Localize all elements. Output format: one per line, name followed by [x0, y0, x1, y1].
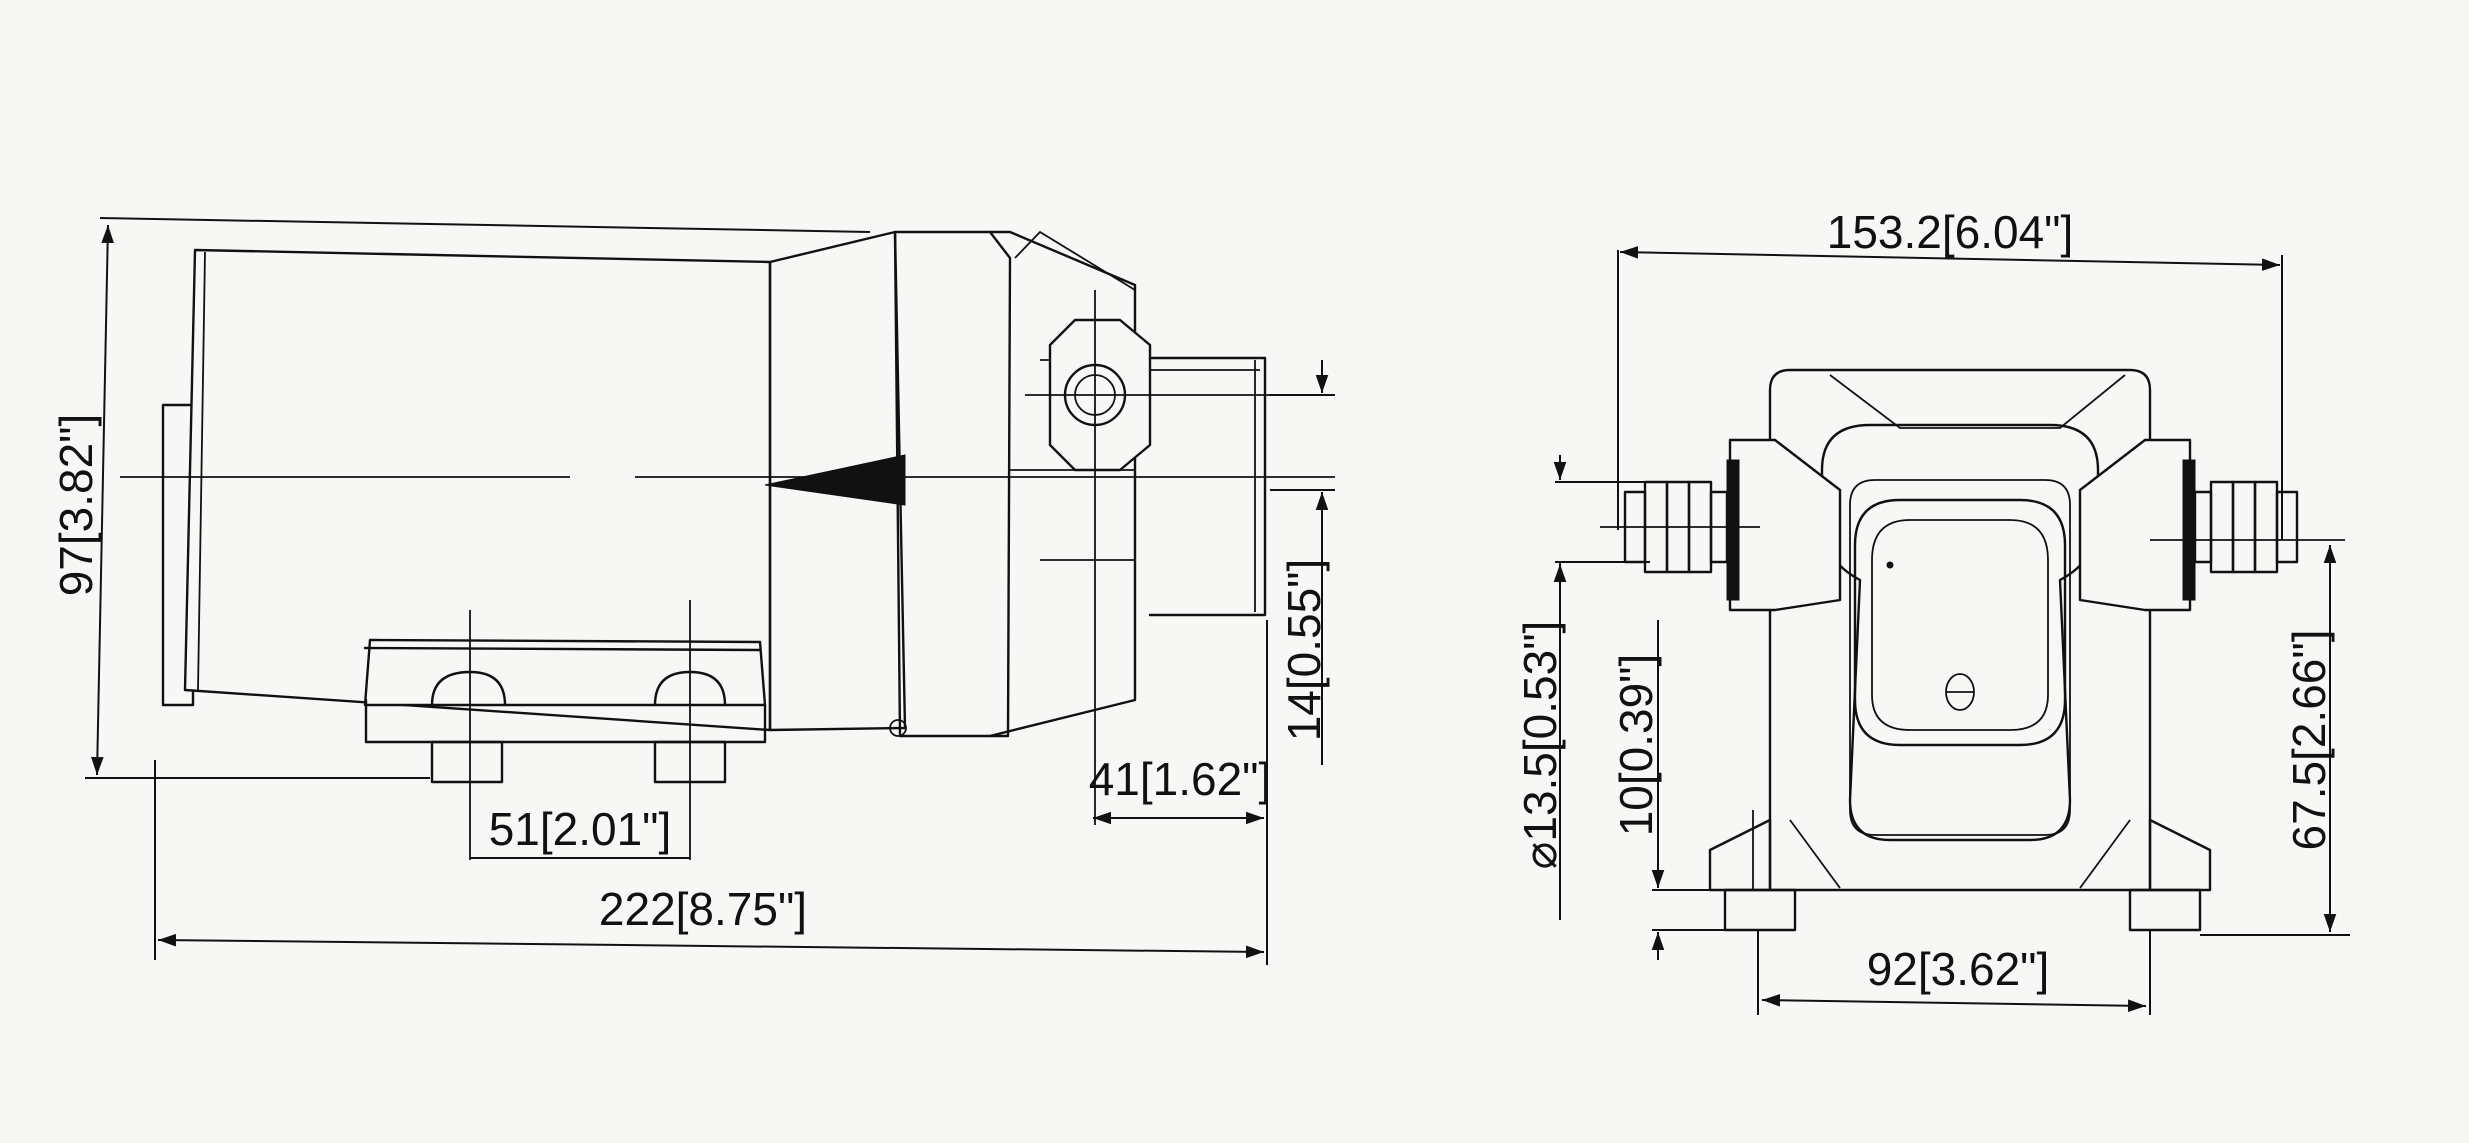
motor-housing	[161, 230, 907, 732]
foot-height-dimension: 10[0.39"]	[1610, 620, 1730, 960]
end-view: 153.2[6.04"] ⌀13.5[0.53"] 10[0.39"] 67.5…	[1514, 206, 2350, 1015]
port-height-label: 14[0.55"]	[1278, 559, 1330, 742]
port-height-dimension: 14[0.55"]	[1270, 360, 1335, 765]
port-bosses	[1726, 438, 2196, 612]
foot-height-label: 10[0.39"]	[1610, 654, 1662, 837]
overall-width-label: 153.2[6.04"]	[1827, 206, 2074, 258]
mount-hole-spacing-label: 51[2.01"]	[489, 803, 672, 855]
hose-barb-right	[2193, 480, 2299, 574]
port-offset-label: 41[1.62"]	[1089, 753, 1272, 805]
port-center-height-label: 67.5[2.66"]	[2283, 630, 2335, 851]
side-view: 97[3.82"] 51[2.01"] 222[8.75"] 41[1.62"]…	[50, 217, 1335, 965]
foot-spacing-label: 92[3.62"]	[1867, 943, 2050, 995]
port-diameter-label: ⌀13.5[0.53"]	[1514, 621, 1566, 870]
overall-width-dimension: 153.2[6.04"]	[1617, 206, 2283, 540]
side-view-centerlines	[120, 290, 1335, 860]
foot-spacing-dimension: 92[3.62"]	[1757, 930, 2151, 1015]
pump-head	[889, 230, 1267, 738]
overall-length-dimension: 222[8.75"]	[154, 620, 1268, 965]
port-diameter-dimension: ⌀13.5[0.53"]	[1514, 455, 1650, 920]
pump-body-front	[1768, 368, 2152, 892]
port-offset-dimension: 41[1.62"]	[1089, 753, 1272, 825]
mount-hole-spacing-dimension: 51[2.01"]	[470, 803, 690, 859]
height-dimension: 97[3.82"]	[50, 217, 871, 779]
mounting-feet	[1708, 810, 2212, 932]
overall-length-label: 222[8.75"]	[599, 883, 807, 935]
port-center-height-dimension: 67.5[2.66"]	[2200, 545, 2350, 936]
height-dimension-label: 97[3.82"]	[50, 414, 102, 597]
